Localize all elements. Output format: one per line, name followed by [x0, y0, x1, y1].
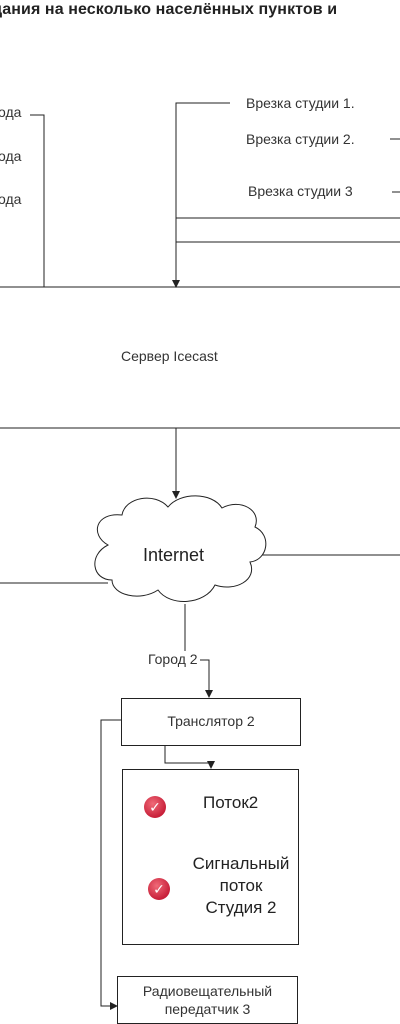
left-label-2: ода	[0, 148, 22, 164]
transmitter-line-2: передатчик 3	[164, 1001, 251, 1017]
transmitter-line-1: Радиовещательный	[142, 983, 273, 999]
studio-insert-3: Врезка студии 3	[248, 183, 353, 199]
server-label: Сервер Icecast	[121, 348, 218, 364]
transmitter-box: Радиовещательный передатчик 3	[117, 976, 298, 1024]
transmitter-label: Радиовещательный передатчик 3	[118, 982, 297, 1018]
studio-insert-1: Врезка студии 1.	[246, 95, 355, 111]
translator-label: Транслятор 2	[167, 713, 255, 729]
stream-2-line-2: поток	[219, 876, 263, 895]
translator-box: Транслятор 2	[121, 698, 301, 746]
city-label: Город 2	[146, 651, 200, 667]
left-label-1: ода	[0, 104, 22, 120]
internet-label: Internet	[143, 545, 205, 565]
translator-to-transmitter	[100, 719, 121, 1010]
stream-2-line-1: Сигнальный	[192, 854, 290, 873]
studio-connector	[172, 102, 230, 288]
check-icon: ✓	[144, 796, 166, 818]
stream-2-label: Сигнальный поток Студия 2	[181, 853, 301, 919]
stream-1-label: Поток2	[203, 793, 259, 812]
check-icon: ✓	[148, 878, 170, 900]
studio-insert-2: Врезка студии 2.	[246, 131, 355, 147]
left-connector	[30, 114, 45, 287]
translator-to-streams	[164, 746, 215, 769]
diagram-title: дания на несколько населённых пунктов и	[0, 1, 338, 18]
streams-box: ✓ Поток2 ✓ Сигнальный поток Студия 2	[122, 769, 299, 945]
stream-2-line-3: Студия 2	[205, 898, 277, 917]
left-label-3: ода	[0, 191, 22, 207]
